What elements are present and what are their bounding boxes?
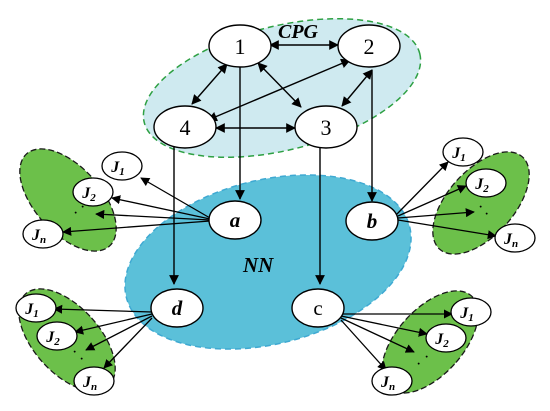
joint-node: J1 bbox=[442, 137, 484, 167]
nn-node-c: c bbox=[291, 288, 345, 328]
svg-text:J2: J2 bbox=[81, 185, 96, 204]
svg-text:J1: J1 bbox=[451, 145, 466, 164]
cpg-node-2: 2 bbox=[337, 24, 401, 68]
svg-text:J1: J1 bbox=[24, 301, 39, 320]
edge-a-j2 bbox=[111, 195, 211, 220]
nn-node-d: d bbox=[150, 288, 204, 328]
svg-text:Jn: Jn bbox=[380, 374, 395, 393]
edge-a-jn bbox=[62, 220, 211, 236]
svg-text:·: · bbox=[416, 356, 421, 373]
nn-label: NN bbox=[242, 253, 274, 277]
joint-node: Jn bbox=[73, 366, 115, 396]
joint-dots: · · bbox=[72, 344, 84, 368]
joint-dots: · · bbox=[478, 199, 489, 223]
joint-dots: · · bbox=[73, 199, 85, 222]
edge-c-j2 bbox=[340, 315, 428, 337]
svg-text:Jn: Jn bbox=[82, 374, 97, 393]
edge-b-jn bbox=[397, 219, 497, 240]
edge-b-dots bbox=[397, 208, 475, 219]
svg-text:J2: J2 bbox=[45, 329, 60, 348]
svg-text:·: · bbox=[80, 199, 85, 216]
edge-d-j1 bbox=[53, 304, 153, 314]
joint-node: Jn bbox=[22, 219, 64, 249]
nn-node-a-label: a bbox=[230, 208, 241, 232]
edge-c-jn bbox=[340, 319, 387, 371]
joint-node: Jn bbox=[494, 223, 536, 253]
edge-d-j2 bbox=[74, 313, 153, 335]
joint-node: J1 bbox=[101, 151, 143, 181]
edge-d-dots bbox=[85, 315, 153, 351]
svg-text:J2: J2 bbox=[434, 331, 449, 350]
cpg-node-4-label: 4 bbox=[180, 115, 191, 140]
joint-node: J2 bbox=[425, 323, 467, 353]
cpg-node-3: 3 bbox=[294, 105, 358, 149]
cpg-label: CPG bbox=[278, 21, 319, 43]
svg-text:·: · bbox=[79, 351, 84, 368]
edge-2-4 bbox=[207, 58, 351, 122]
svg-text:Jn: Jn bbox=[503, 231, 518, 250]
svg-text:J1: J1 bbox=[110, 159, 125, 178]
edge-b-j1 bbox=[396, 161, 449, 215]
edge-d-jn bbox=[103, 317, 153, 369]
joint-node: J1 bbox=[450, 297, 492, 327]
svg-text:Jn: Jn bbox=[31, 227, 46, 246]
edge-b-j2 bbox=[397, 185, 467, 217]
edge-a-dots bbox=[95, 209, 211, 221]
joint-node: J1 bbox=[15, 293, 57, 323]
cpg-node-3-label: 3 bbox=[321, 115, 332, 140]
nn-node-b-label: b bbox=[367, 209, 378, 233]
svg-text:J1: J1 bbox=[459, 305, 474, 324]
nn-node-b: b bbox=[345, 201, 399, 241]
joint-group-a bbox=[19, 148, 117, 252]
cpg-node-1: 1 bbox=[208, 24, 272, 68]
edge-c-dots bbox=[340, 317, 415, 353]
svg-text:·: · bbox=[424, 349, 429, 366]
cpg-node-4: 4 bbox=[153, 105, 217, 149]
joint-node: J2 bbox=[72, 177, 114, 207]
svg-text:·: · bbox=[73, 205, 78, 222]
svg-text:·: · bbox=[72, 344, 77, 361]
joint-node: Jn bbox=[371, 366, 413, 396]
edge-a-j1 bbox=[140, 177, 211, 219]
edge-2-3 bbox=[341, 69, 373, 107]
cpg-node-2-label: 2 bbox=[364, 34, 375, 59]
joint-dots: · · bbox=[416, 349, 429, 373]
svg-text:J2: J2 bbox=[474, 176, 489, 195]
svg-text:·: · bbox=[478, 199, 483, 216]
cpg-node-1-label: 1 bbox=[235, 34, 246, 59]
nn-node-d-label: d bbox=[172, 296, 183, 320]
svg-text:·: · bbox=[484, 206, 489, 223]
nn-node-a: a bbox=[208, 200, 262, 240]
joint-node: J2 bbox=[36, 321, 78, 351]
nn-node-c-label: c bbox=[313, 296, 322, 320]
joint-node: J2 bbox=[465, 168, 507, 198]
